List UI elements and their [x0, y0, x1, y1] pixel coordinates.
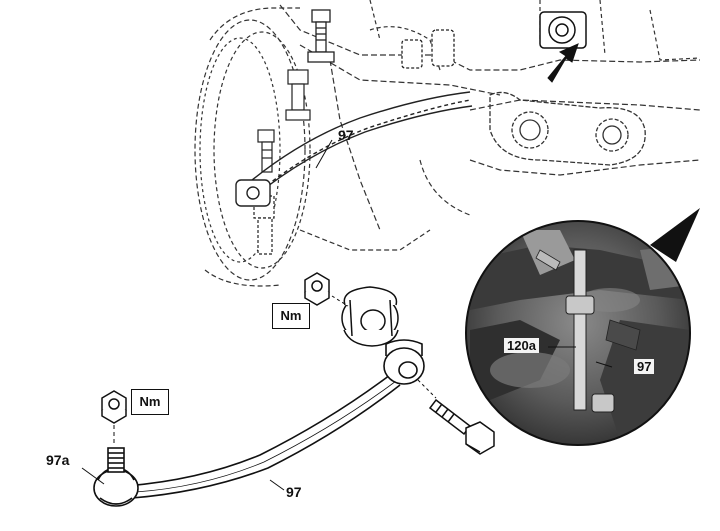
strut-top-bolt — [307, 9, 455, 69]
lower-nut — [101, 390, 127, 424]
wheel-hub-assembly — [194, 7, 311, 287]
label-link-top: 97 — [338, 127, 354, 143]
inset-pointer — [650, 208, 700, 262]
torque-box-upper: Nm — [272, 303, 310, 329]
leader-97a — [81, 467, 105, 485]
mounting-bolt-highlight — [539, 11, 587, 49]
rubber-bushing — [341, 286, 399, 347]
pointer-arrow — [547, 43, 579, 83]
label-link-bottom: 97 — [286, 484, 302, 500]
upper-nut — [304, 272, 330, 306]
torque-box-lower: Nm — [131, 389, 169, 415]
bolt-axis — [417, 379, 437, 399]
mounting-bolt — [428, 398, 495, 455]
leader-97-bottom — [269, 479, 285, 491]
hub-stud-stack — [253, 69, 311, 255]
inset-label-link: 97 — [634, 359, 655, 374]
inset-label-link-rod: 120a — [504, 338, 539, 353]
control-arm-bracket — [489, 91, 646, 166]
stabilizer-link-exploded — [93, 339, 425, 507]
leader-97-top — [315, 139, 333, 169]
stabilizer-link-mounted — [235, 91, 473, 207]
label-ball-joint: 97a — [46, 452, 70, 468]
inset-photo — [465, 220, 691, 446]
subframe-outline — [279, 0, 701, 251]
